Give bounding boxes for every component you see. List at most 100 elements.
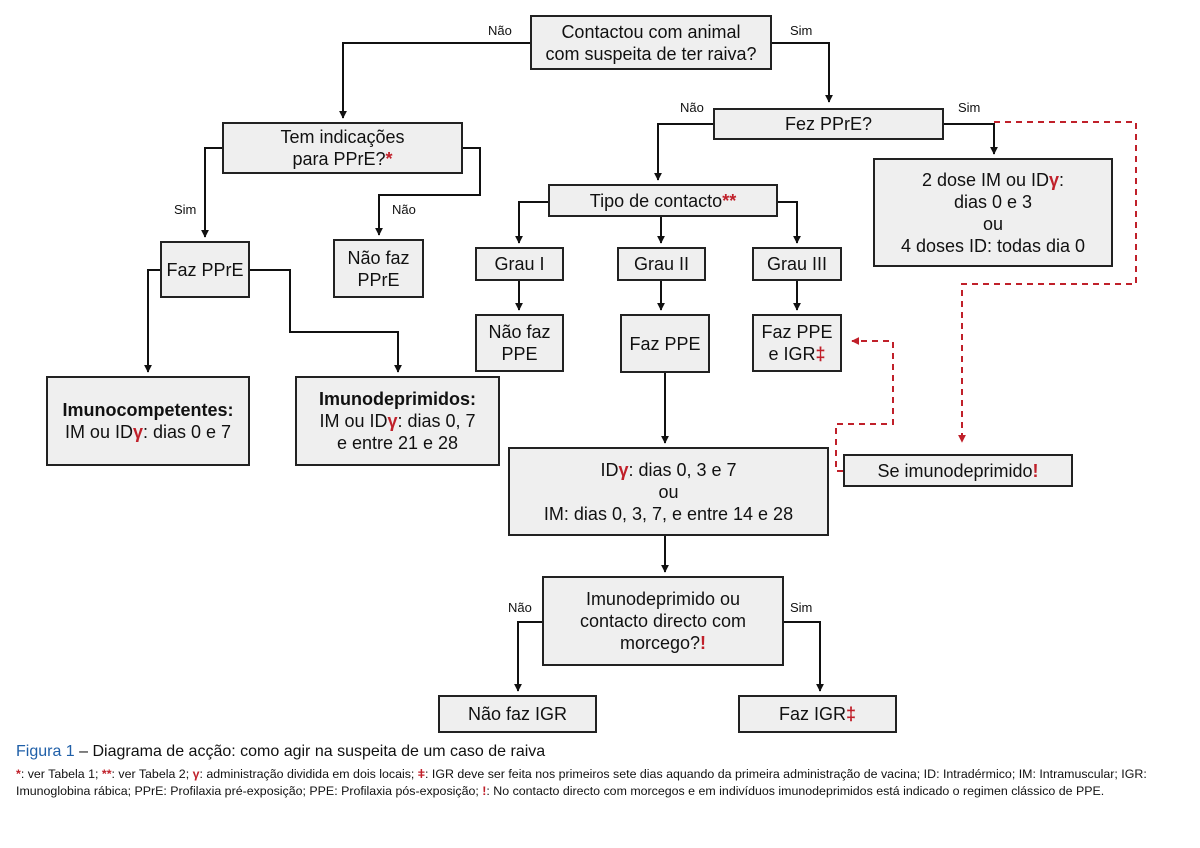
caption-note-5-text: : No contacto directo com morcegos e em … xyxy=(486,784,1105,798)
node-regimen-line2: ou xyxy=(658,481,679,502)
node-imunocompetentes: Imunocompetentes:IM ou IDγ: dias 0 e 7 xyxy=(46,376,250,466)
edge-ppre-imunocompetentes xyxy=(144,269,160,373)
caption-title-line: Figura 1 – Diagrama de acção: como agir … xyxy=(16,742,1186,762)
node-faz-igr-text: Faz IGR xyxy=(778,704,846,724)
caption-note-3-text: : administração dividida em dois locais; xyxy=(199,767,418,781)
edge-label-fez-yes: Sim xyxy=(958,100,981,115)
node-nao-faz-ppe-line2: PPE xyxy=(501,344,538,364)
caption-figure-number: Figura 1 xyxy=(16,743,75,760)
node-nao-faz-ppre-line2: PPrE xyxy=(357,269,400,290)
edge-contact-yes xyxy=(772,42,833,103)
node-faz-igr-mark: ‡ xyxy=(846,704,857,724)
caption-note-2-text: : ver Tabela 2; xyxy=(111,767,193,781)
node-faz-ppe-igr-mark: ‡ xyxy=(815,344,826,364)
node-grau-2-text: Grau II xyxy=(633,254,690,274)
node-regimen-gamma: γ xyxy=(618,459,629,480)
node-tipo-contacto: Tipo de contacto** xyxy=(548,184,778,217)
node-imuno-morcego-line3: morcego? xyxy=(619,633,701,653)
node-tipo-contacto-text: Tipo de contacto xyxy=(589,190,723,211)
node-ppre-ind-line2: para PPrE? xyxy=(292,149,386,169)
caption-title: – Diagrama de acção: como agir na suspei… xyxy=(74,743,546,760)
node-nao-faz-ppe-line1: Não faz xyxy=(488,322,551,342)
node-faz-igr: Faz IGR‡ xyxy=(738,695,897,733)
node-ppre-ind-line1: Tem indicações xyxy=(280,127,405,147)
node-contact-line2: com suspeita de ter raiva? xyxy=(545,43,757,64)
caption-note-4-mark: ǂ xyxy=(417,767,426,781)
node-booster-pre: 2 dose IM ou ID xyxy=(921,169,1050,190)
node-nao-faz-ppre-line1: Não faz xyxy=(347,247,410,268)
node-nao-faz-igr-text: Não faz IGR xyxy=(467,704,568,724)
edge-fez-no xyxy=(654,123,713,181)
node-se-imuno-text: Se imunodeprimido xyxy=(877,460,1033,481)
node-faz-ppe-igr-line1: Faz PPE xyxy=(761,322,833,342)
edge-label-contact-yes: Sim xyxy=(790,23,813,38)
node-regimen-line3: IM: dias 0, 3, 7, e entre 14 e 28 xyxy=(543,503,794,524)
node-imunocompetentes-post: : dias 0 e 7 xyxy=(142,422,232,442)
caption-notes: *: ver Tabela 1; **: ver Tabela 2; γ: ad… xyxy=(16,766,1186,800)
node-faz-ppe-text: Faz PPE xyxy=(629,333,701,354)
node-booster-line4: 4 doses ID: todas dia 0 xyxy=(900,235,1086,256)
node-nao-faz-igr: Não faz IGR xyxy=(438,695,597,733)
node-fez-ppre-text: Fez PPrE? xyxy=(784,114,873,134)
node-imuno-morcego-mark: ! xyxy=(700,633,707,653)
node-tipo-contacto-mark: ** xyxy=(722,190,737,211)
edge-imuno-yes xyxy=(784,621,824,692)
node-booster-line3: ou xyxy=(982,213,1004,234)
edge-label-ind-no: Não xyxy=(392,202,416,217)
figure-caption: Figura 1 – Diagrama de acção: como agir … xyxy=(16,742,1186,800)
node-fez-ppre-question: Fez PPrE? xyxy=(713,108,944,140)
node-regimen-post: : dias 0, 3 e 7 xyxy=(628,459,737,480)
edge-ppre-imunodeprimidos xyxy=(250,269,402,373)
flowchart-connectors xyxy=(144,42,1137,692)
edge-label-ind-yes: Sim xyxy=(174,202,197,217)
edge-fez-yes xyxy=(944,123,998,155)
node-imunocompetentes-gamma: γ xyxy=(132,422,143,442)
node-imunodeprimidos-line2: e entre 21 e 28 xyxy=(336,433,459,453)
node-se-imuno-mark: ! xyxy=(1032,460,1039,481)
node-contact-line1: Contactou com animal xyxy=(561,21,741,42)
node-grau-2: Grau II xyxy=(617,247,706,281)
caption-note-4-text: : IGR deve ser feita nos primeiros sete … xyxy=(16,767,1147,798)
edge-dashed-fez-yes-se-imuno xyxy=(958,121,1137,443)
node-imunocompetentes-title: Imunocompetentes: xyxy=(62,400,234,420)
caption-note-1-text: : ver Tabela 1; xyxy=(20,767,102,781)
node-faz-ppe: Faz PPE xyxy=(620,314,710,373)
edge-contact-no xyxy=(339,42,530,119)
edge-label-contact-no: Não xyxy=(488,23,512,38)
node-faz-ppre-text: Faz PPrE xyxy=(166,259,244,280)
node-imunodeprimidos-pre: IM ou ID xyxy=(319,411,388,431)
node-booster-line2: dias 0 e 3 xyxy=(953,191,1033,212)
edge-dashed-se-imuno-fazppeigr xyxy=(835,337,894,472)
caption-note-3-mark: γ xyxy=(192,767,200,781)
node-imunodeprimidos-title: Imunodeprimidos: xyxy=(319,389,476,409)
node-se-imunodeprimido: Se imunodeprimido! xyxy=(843,454,1073,487)
edge-label-fez-no: Não xyxy=(680,100,704,115)
node-grau-1: Grau I xyxy=(475,247,564,281)
node-ppre-ind-mark: * xyxy=(385,149,393,169)
node-imuno-morcego-line1: Imunodeprimido ou xyxy=(585,589,741,609)
edge-label-imuno-yes: Sim xyxy=(790,600,813,615)
edge-tipo-grau1 xyxy=(515,201,548,244)
edge-label-imuno-no: Não xyxy=(508,600,532,615)
node-grau-3-text: Grau III xyxy=(766,254,828,274)
edge-ind-yes xyxy=(201,147,222,238)
node-regimen-pre: ID xyxy=(600,459,619,480)
node-imunodeprimidos-gamma: γ xyxy=(387,411,398,431)
node-faz-ppe-igr-line2: e IGR xyxy=(768,344,816,364)
node-imunocompetentes-pre: IM ou ID xyxy=(64,422,133,442)
node-imuno-morcego-line2: contacto directo com xyxy=(579,611,747,631)
node-grau-3: Grau III xyxy=(752,247,842,281)
node-faz-ppre: Faz PPrE xyxy=(160,241,250,298)
caption-note-2-mark: ** xyxy=(101,767,112,781)
edge-imuno-no xyxy=(514,621,542,692)
edge-ind-no xyxy=(375,147,481,236)
node-booster-gamma: γ xyxy=(1049,169,1060,190)
